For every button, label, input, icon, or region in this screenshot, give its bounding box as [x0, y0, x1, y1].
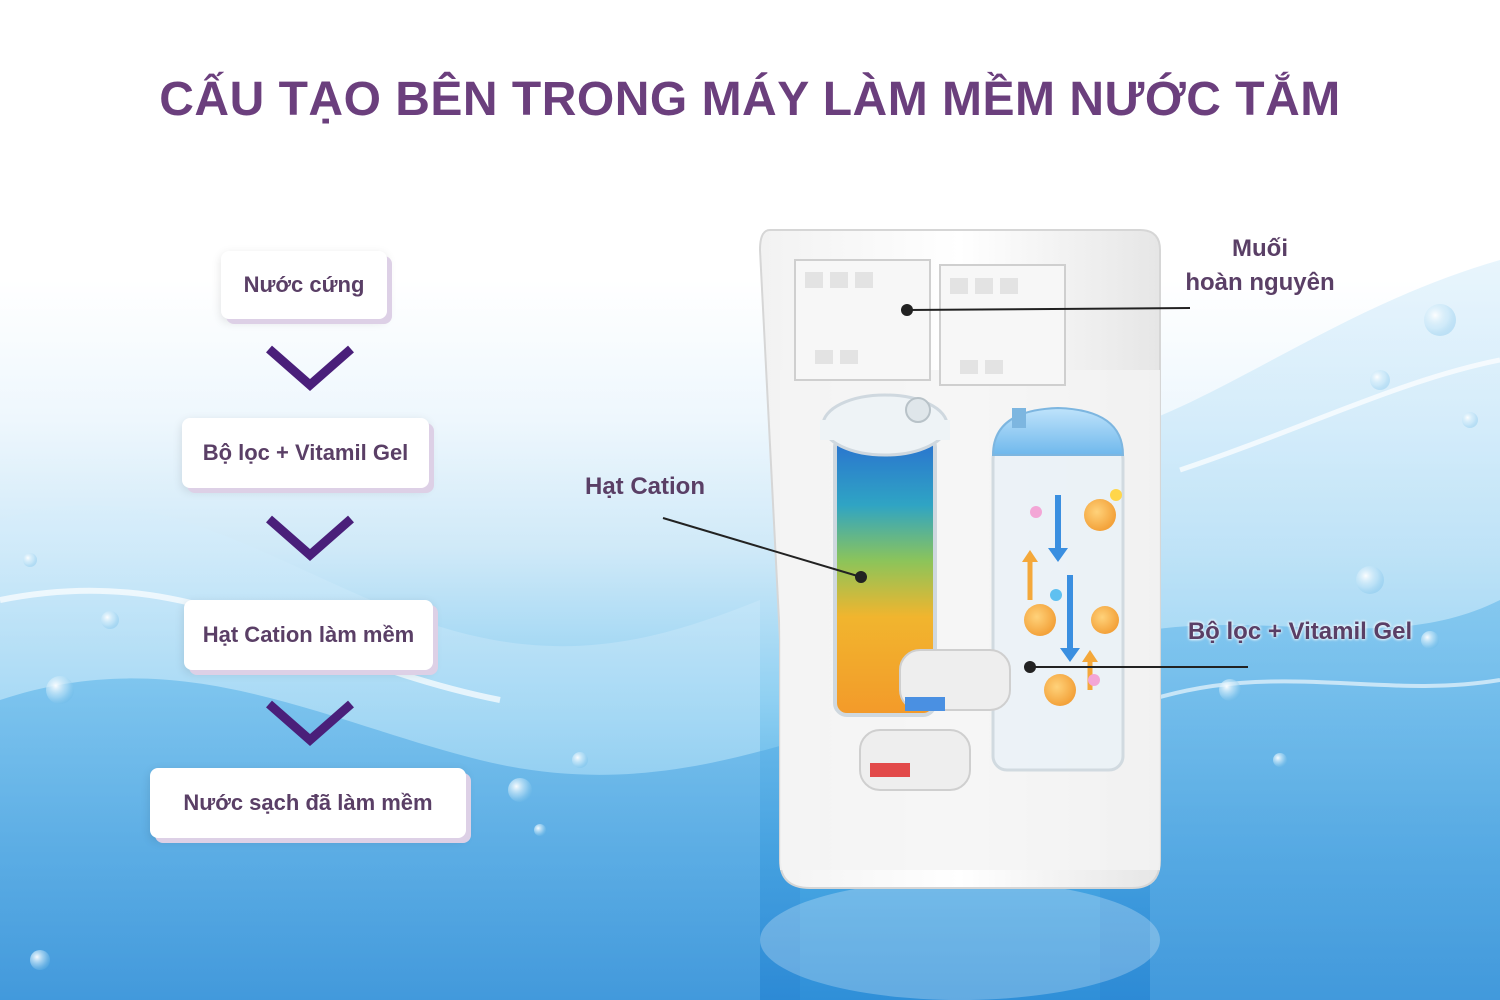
cation-resin-cylinder [820, 393, 950, 717]
step-filter-vitamil-gel: Bộ lọc + Vitamil Gel [182, 418, 429, 488]
callout-cation: Hạt Cation [585, 473, 705, 500]
step-label: Nước sạch đã làm mềm [183, 790, 433, 815]
chevron-down-icon [266, 700, 354, 746]
step-label: Hạt Cation làm mềm [202, 622, 415, 647]
chevron-down-icon [266, 345, 354, 391]
inlet-outlet-pipes [859, 649, 1011, 791]
page-title: CẤU TẠO BÊN TRONG MÁY LÀM MỀM NƯỚC TẮM [159, 73, 1341, 126]
step-cation-softening: Hạt Cation làm mềm [184, 600, 433, 670]
chevron-down-icon [266, 515, 354, 561]
bubbles [23, 304, 1478, 970]
step-soft-clean-water: Nước sạch đã làm mềm [150, 768, 466, 838]
step-label: Nước cứng [243, 272, 365, 297]
callout-filter: Bộ lọc + Vitamil Gel [1187, 618, 1413, 645]
callout-salt: Muối hoàn nguyên [1170, 232, 1350, 300]
callout-salt-line1: Muối [1232, 235, 1288, 262]
salt-boxes [794, 259, 1066, 386]
step-label: Bộ lọc + Vitamil Gel [202, 440, 409, 465]
step-hard-water: Nước cứng [221, 251, 387, 319]
callout-salt-line2: hoàn nguyên [1185, 269, 1335, 296]
vitamil-gel-filter-cylinder [991, 406, 1125, 772]
water-softener-device [758, 229, 1161, 889]
